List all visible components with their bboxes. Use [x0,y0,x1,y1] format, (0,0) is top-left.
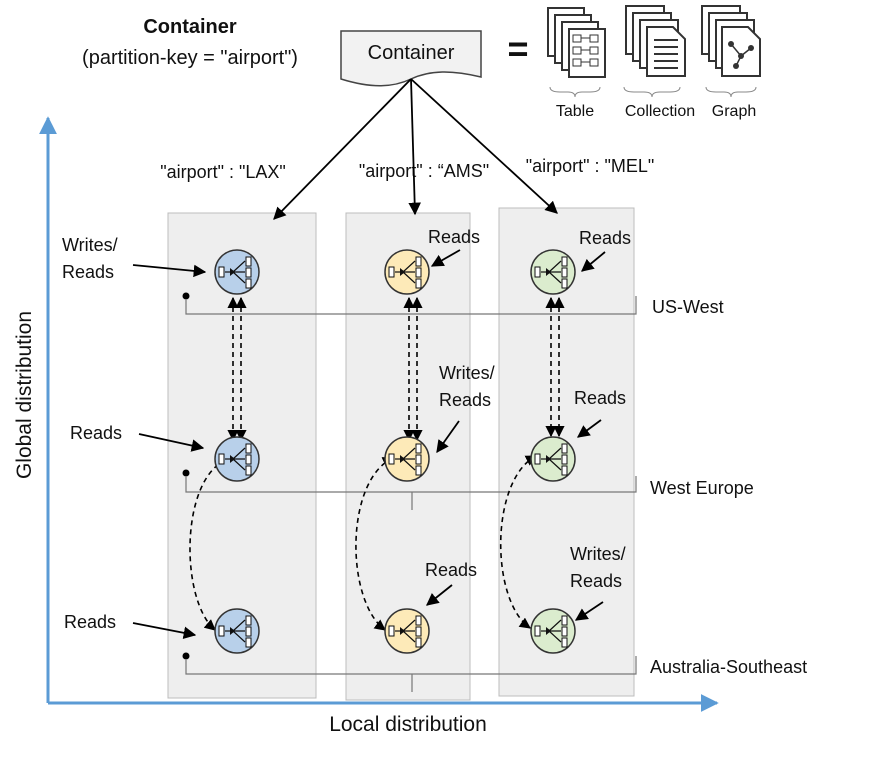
operation-pointer-mel-australia [574,601,604,621]
replica-node-lax-west-europe [214,436,260,482]
replica-nodes [214,249,576,654]
region-label-us-west: US-West [652,297,724,317]
replica-node-ams-australia [384,608,430,654]
operation-label-ams-us-west: Reads [428,227,480,247]
replication-ams-eu-to-au [355,457,395,631]
replication-links [189,296,565,631]
replication-mel-eu-to-au [499,455,537,629]
operation-label-lax-australia: Reads [64,612,116,632]
operation-label-lax-west-europe: Reads [70,423,122,443]
region-label-west-europe: West Europe [650,478,754,498]
x-axis-label: Local distribution [329,713,487,736]
partition-key-labels: "airport" : "LAX" "airport" : “AMS" "air… [160,156,654,182]
edge-container-to-mel [410,78,558,214]
region-dot-us-west [182,292,190,300]
model-type-collection-label: Collection [625,103,695,120]
operation-label-ams-australia: Reads [425,560,477,580]
region-dot-australia [182,652,190,660]
axes [39,116,719,712]
y-axis-label: Global distribution [13,311,36,479]
container-box-label: Container [368,42,455,64]
replica-node-ams-west-europe [384,436,430,482]
partition-key-mel: "airport" : "MEL" [526,156,655,176]
operation-pointer-mel-west-europe [576,419,602,438]
model-type-graph-label: Graph [712,103,756,120]
operation-pointer-lax-west-europe [138,433,205,452]
container-box[interactable]: Container [340,30,482,87]
replica-node-lax-us-west [214,249,260,295]
replica-node-mel-australia [530,608,576,654]
graph-icon [701,5,761,77]
replica-node-ams-us-west [384,249,430,295]
collection-icon [625,5,686,77]
partition-key-lax: "airport" : "LAX" [160,162,286,182]
operation-label-mel-us-west: Reads [579,228,631,248]
partition-key-caption: (partition-key = "airport") [82,47,298,69]
operation-label-mel-australia: Writes/Reads [570,544,626,591]
edge-container-to-ams [408,78,421,216]
equals-sign: = [507,28,528,69]
replica-node-mel-us-west [530,249,576,295]
model-type-labels: Table Collection Graph [556,103,756,120]
region-labels: US-West West Europe Australia-Southeast [650,297,807,677]
operation-label-lax-us-west: Writes/Reads [62,235,118,282]
operation-pointer-ams-west-europe [436,420,460,454]
edge-container-to-lax [273,78,412,220]
model-type-braces [549,86,757,98]
container-title: Container [143,16,237,38]
model-type-table-label: Table [556,103,594,120]
operation-pointer-lax-us-west [132,264,207,278]
operation-pointer-mel-us-west [581,251,606,272]
table-icon [547,7,606,78]
region-dot-west-europe [182,469,190,477]
replication-lax-eu-to-au [189,458,228,631]
operation-pointer-lax-australia [132,622,197,640]
partition-key-ams: "airport" : “AMS" [359,161,489,181]
region-bracket-australia [185,656,637,675]
region-dots [182,292,190,660]
replica-node-mel-west-europe [530,436,576,482]
region-label-australia: Australia-Southeast [650,657,807,677]
operation-label-ams-west-europe: Writes/Reads [439,363,495,410]
operation-pointer-ams-us-west [430,249,461,267]
region-bracket-west-europe [185,476,637,493]
operation-pointer-ams-australia [426,584,453,606]
operation-label-mel-west-europe: Reads [574,388,626,408]
container-edges [273,78,558,220]
replica-node-lax-australia [214,608,260,654]
